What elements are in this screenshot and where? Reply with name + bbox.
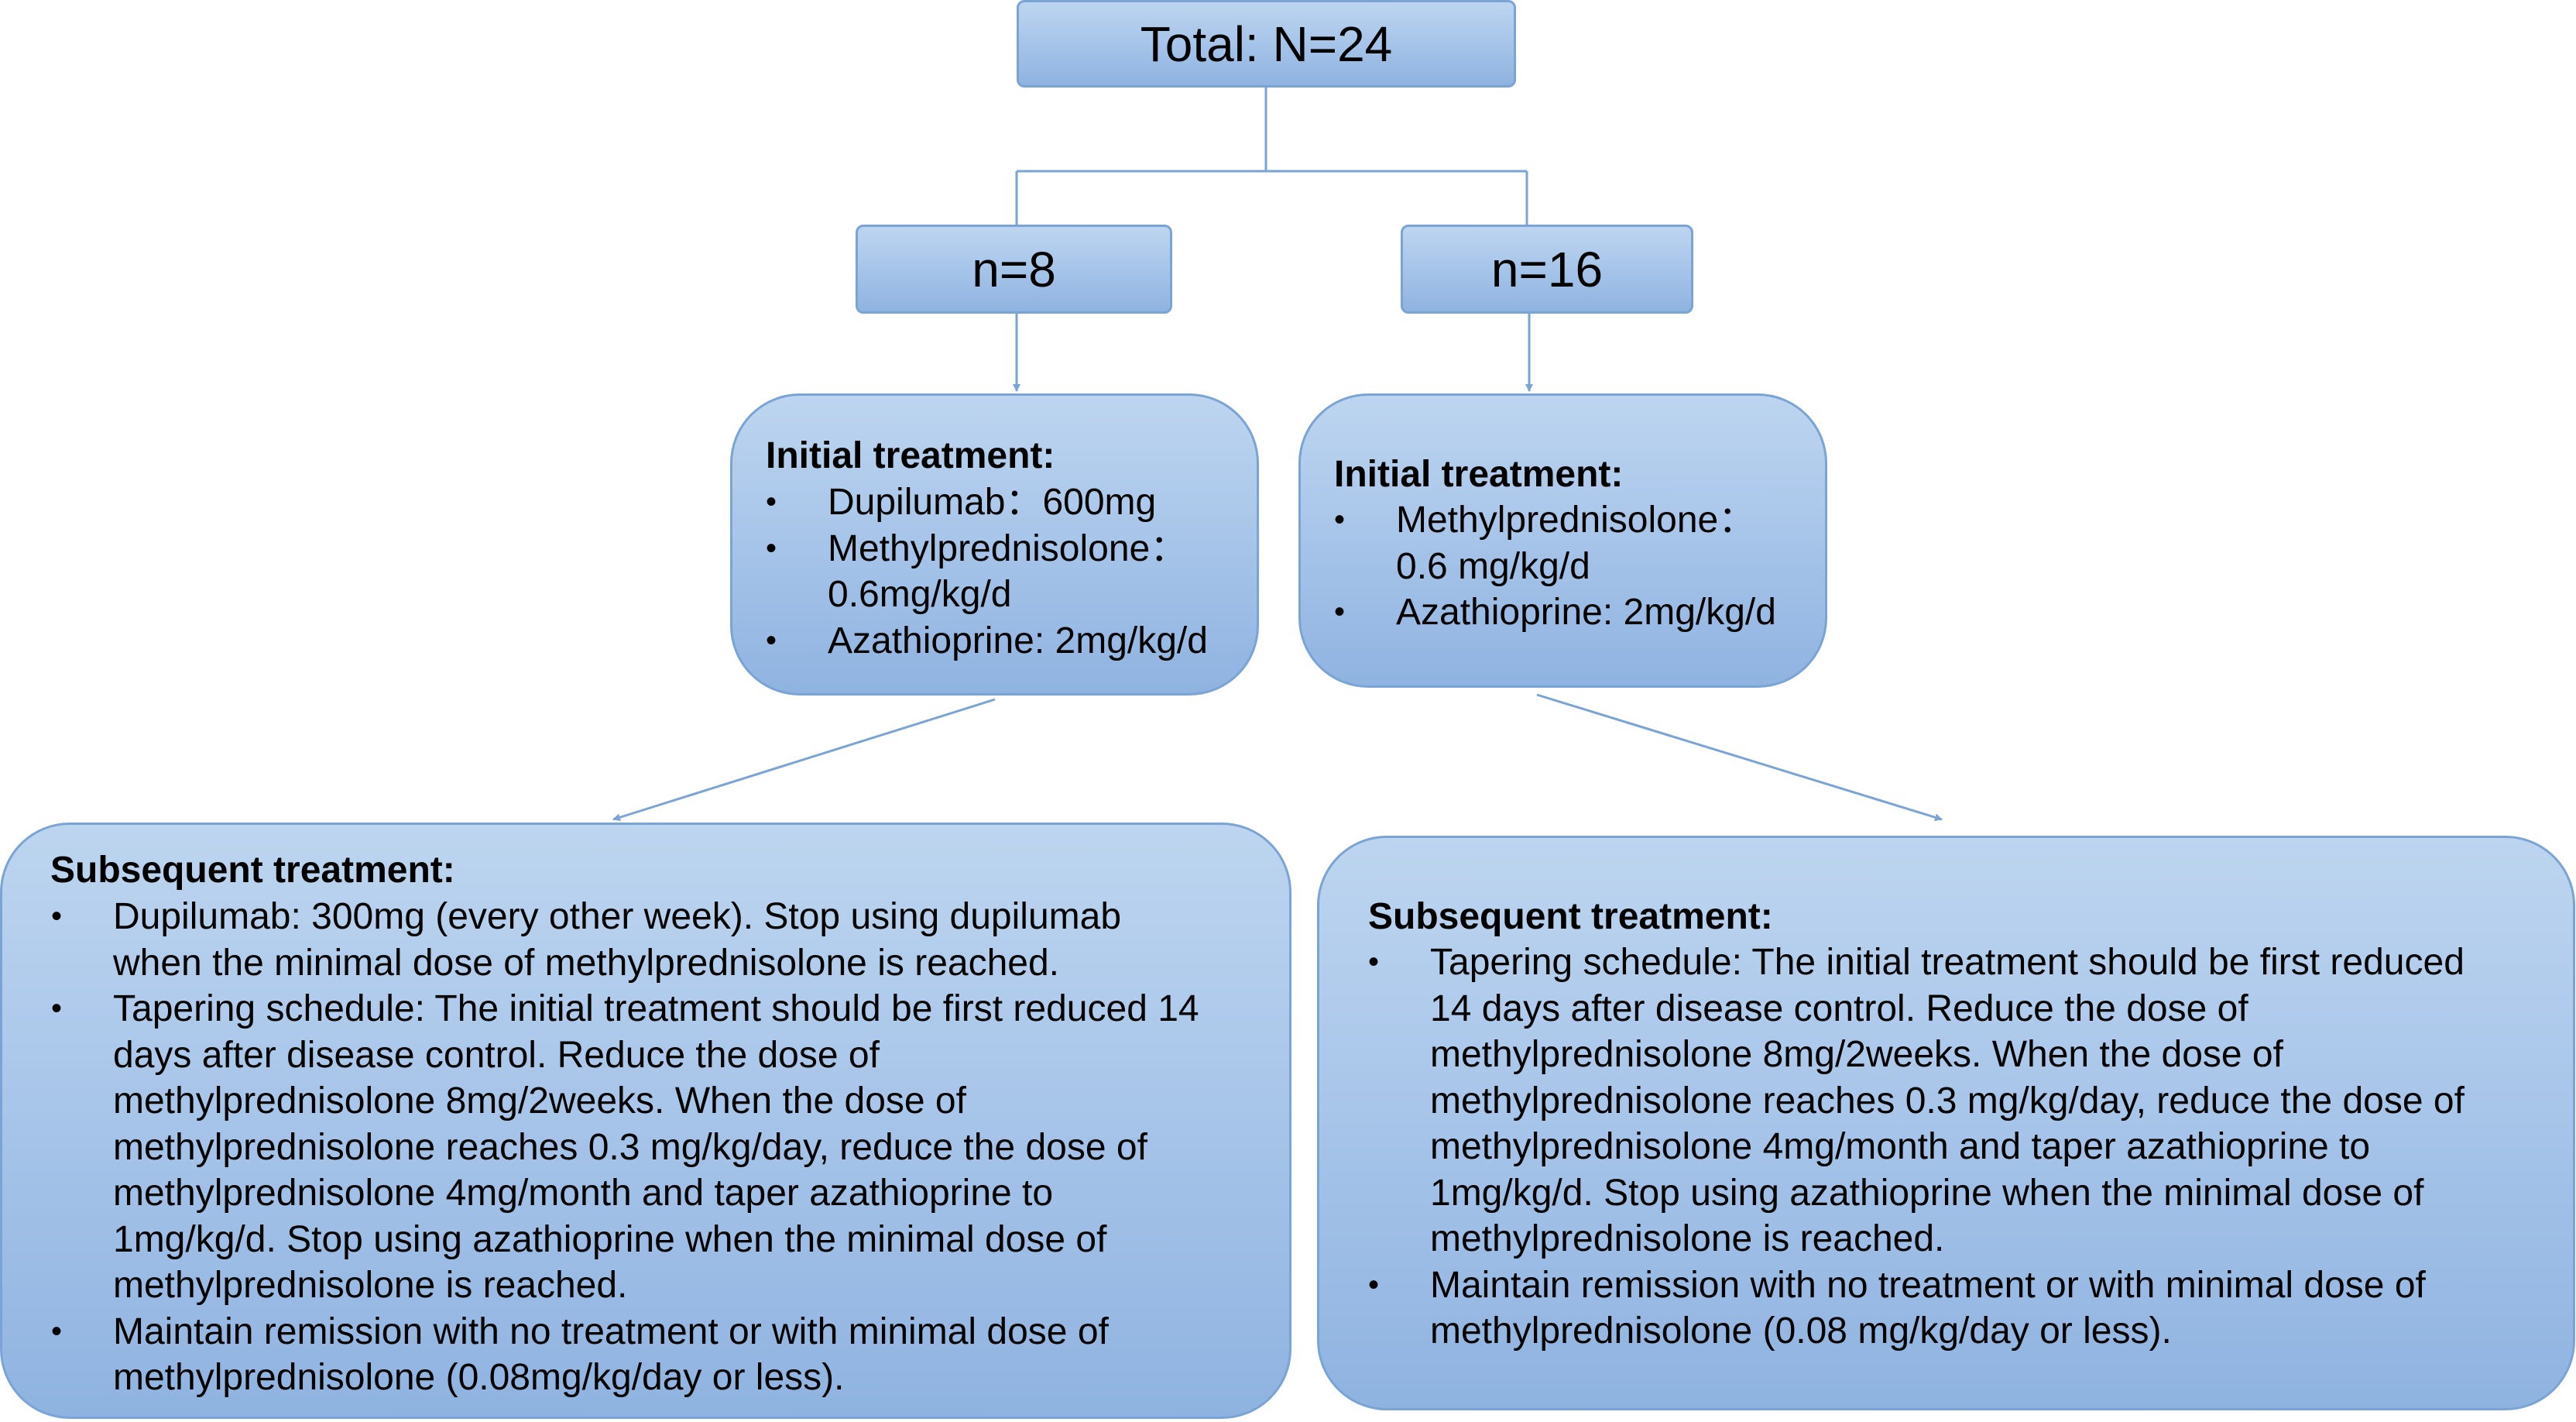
group-right-subsequent-box: Subsequent treatment: Tapering schedule:… (1317, 836, 2575, 1410)
group-right-count-box: n=16 (1401, 225, 1693, 314)
arrow-left-initial-to-subsequent (612, 698, 996, 822)
group-left-initial-heading: Initial treatment: (766, 435, 1055, 476)
arrow-right-initial-to-subsequent (1536, 693, 1943, 822)
group-right-initial-box: Initial treatment: Methylprednisolone： 0… (1298, 393, 1827, 688)
list-item: Azathioprine: 2mg/kg/d (1334, 589, 1776, 636)
list-item: Tapering schedule: The initial treatment… (51, 986, 1199, 1309)
list-item: Tapering schedule: The initial treatment… (1368, 939, 2465, 1262)
group-left-initial-list: Dupilumab：600mg Methylprednisolone： 0.6m… (766, 479, 1208, 665)
group-left-subsequent-box: Subsequent treatment: Dupilumab: 300mg (… (0, 823, 1291, 1419)
list-item: Dupilumab: 300mg (every other week). Sto… (51, 894, 1199, 986)
group-right-count-label: n=16 (1490, 241, 1604, 297)
group-right-initial-heading: Initial treatment: (1334, 454, 1624, 495)
group-left-subsequent-list: Dupilumab: 300mg (every other week). Sto… (51, 894, 1199, 1401)
list-item: Dupilumab：600mg (766, 479, 1208, 526)
group-left-count-box: n=8 (856, 225, 1172, 314)
group-right-initial-list: Methylprednisolone： 0.6 mg/kg/d Azathiop… (1334, 497, 1776, 636)
group-left-subsequent-heading: Subsequent treatment: (50, 850, 455, 891)
list-item: Methylprednisolone： 0.6 mg/kg/d (1334, 497, 1776, 589)
total-box: Total: N=24 (1017, 0, 1516, 88)
list-item: Maintain remission with no treatment or … (51, 1309, 1199, 1401)
group-left-count-label: n=8 (972, 241, 1056, 297)
list-item: Maintain remission with no treatment or … (1368, 1262, 2465, 1355)
list-item: Methylprednisolone： 0.6mg/kg/d (766, 526, 1208, 618)
group-left-initial-box: Initial treatment: Dupilumab：600mg Methy… (730, 393, 1259, 696)
group-right-subsequent-list: Tapering schedule: The initial treatment… (1368, 939, 2465, 1355)
group-right-subsequent-heading: Subsequent treatment: (1368, 896, 1773, 937)
total-label: Total: N=24 (1140, 15, 1393, 72)
list-item: Azathioprine: 2mg/kg/d (766, 618, 1208, 665)
